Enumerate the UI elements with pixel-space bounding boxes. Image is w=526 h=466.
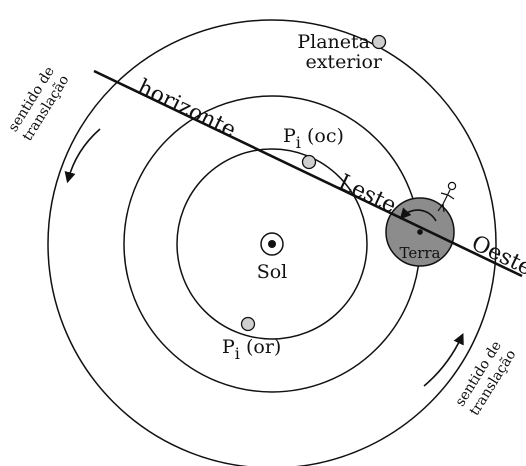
translation-arrow-right xyxy=(424,336,462,386)
west-label: Oeste xyxy=(467,231,526,281)
translation-label-right: sentido de translação xyxy=(452,338,519,419)
sun-label: Sol xyxy=(257,261,288,283)
inner-planet-rising-label: Pi (or) xyxy=(222,336,281,363)
observer-figure xyxy=(438,182,456,212)
translation-arrow-left xyxy=(68,129,100,180)
inner-planet-setting-label: Pi (oc) xyxy=(283,125,344,152)
inner-planet-setting-base: P xyxy=(283,125,296,147)
outer-planet xyxy=(373,36,386,49)
earth-center-dot xyxy=(417,229,423,235)
translation-label-left: sentido de translação xyxy=(5,64,72,145)
inner-planet-setting-suffix: (oc) xyxy=(301,125,344,147)
inner-planet-rising xyxy=(242,318,255,331)
inner-planet-rising-base: P xyxy=(222,336,235,358)
outer-planet-label-line1: Planeta xyxy=(297,31,370,53)
earth-label: Terra xyxy=(399,244,440,262)
horizon-label: horizonte xyxy=(133,75,239,143)
inner-planet-rising-suffix: (or) xyxy=(240,336,281,358)
sun-symbol xyxy=(261,233,283,255)
inner-planet-setting xyxy=(303,156,316,169)
outer-planet-label-line2: exterior xyxy=(305,51,382,73)
east-label: Leste xyxy=(334,170,400,219)
